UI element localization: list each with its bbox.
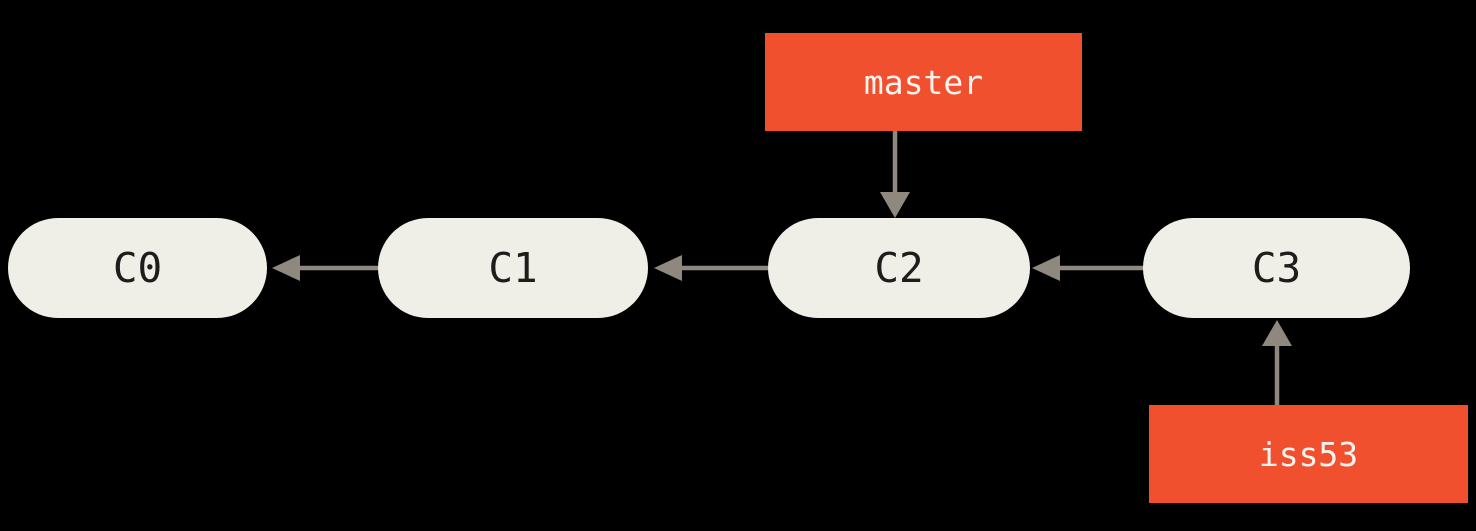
commit-node-c1: C1	[378, 218, 648, 318]
branch-label-master: master	[765, 33, 1082, 131]
commit-id: C0	[112, 243, 163, 292]
commit-node-c0: C0	[8, 218, 267, 318]
branch-name: master	[863, 62, 984, 102]
arrow-iss53-to-c3	[1262, 320, 1292, 405]
commit-id: C3	[1251, 243, 1302, 292]
arrow-master-to-c2	[880, 131, 910, 218]
commit-node-c3: C3	[1143, 218, 1410, 318]
commit-node-c2: C2	[768, 218, 1030, 318]
arrow-c3-to-c2	[1032, 255, 1144, 281]
arrow-c2-to-c1	[654, 255, 770, 281]
commit-id: C2	[874, 243, 924, 292]
branch-label-iss53: iss53	[1149, 405, 1468, 503]
branch-name: iss53	[1258, 434, 1359, 474]
arrow-c1-to-c0	[272, 255, 385, 281]
commit-id: C1	[488, 243, 538, 292]
